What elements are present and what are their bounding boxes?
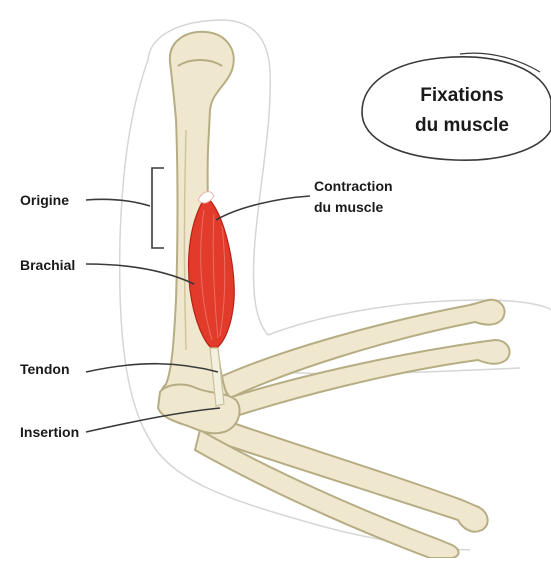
title-bubble: Fixations du muscle [362,53,551,160]
label-contraction-line-2: du muscle [314,199,383,215]
label-insertion: Insertion [20,424,79,440]
origine-bracket [152,168,164,248]
label-tendon: Tendon [20,361,70,377]
label-brachial: Brachial [20,257,75,273]
label-origine: Origine [20,192,69,208]
contraction-leader [216,196,310,220]
title-line-2: du muscle [415,115,509,136]
origine-leader [86,199,150,206]
forearm-bones-lowered [195,415,488,558]
title-line-1: Fixations [420,85,503,106]
label-contraction-line-1: Contraction [314,178,393,194]
forearm-bones-raised [218,300,510,418]
